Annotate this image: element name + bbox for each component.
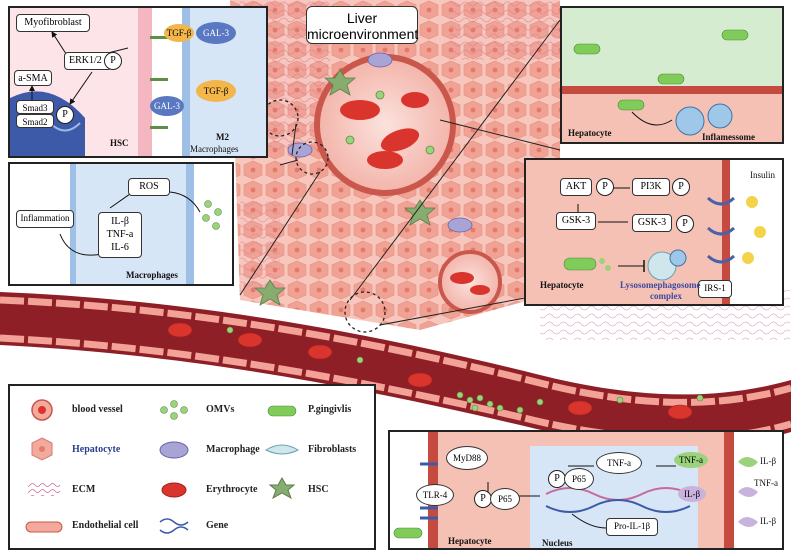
smad-phospho: P <box>56 106 74 124</box>
tlr4-receptor: TLR-4 <box>416 484 454 506</box>
legend-hepatocyte: Hepatocyte <box>72 444 121 455</box>
legend-panel: blood vessel OMVs P.gingivlis Hepatocyte… <box>8 384 376 550</box>
il1b-text: IL-β <box>111 216 129 227</box>
legend-icons <box>25 399 300 534</box>
legend-pgingivalis: P.gingivlis <box>308 404 352 415</box>
out-il1b-2: IL-β <box>760 516 777 526</box>
gsk3-phospho: P <box>676 215 694 233</box>
inflammasome-label: Inflamessome <box>702 132 755 142</box>
myd88-receptor: MyD88 <box>446 446 488 470</box>
insulin-label: Insulin <box>750 170 776 180</box>
main-blood-vessel <box>0 292 791 447</box>
il1b-tag: IL-β <box>678 486 706 502</box>
nfkb-panel: MyD88 TLR-4 P P65 P P65 TNF-a TNF-a IL-β… <box>388 430 784 550</box>
gal3-receptor: GAL-3 <box>150 96 184 116</box>
legend-blood-vessel: blood vessel <box>72 404 123 415</box>
akt-box: AKT <box>560 178 592 196</box>
m2-sublabel: Macrophages <box>190 144 239 154</box>
akt-phospho: P <box>596 178 614 196</box>
m2-label: M2 <box>216 132 229 142</box>
inflammasome-panel: Hepatocyte Inflamessome <box>560 6 784 144</box>
asma-box: a-SMA <box>14 70 52 86</box>
insulin-hepatocyte-label: Hepatocyte <box>540 280 584 290</box>
cytokine-box: IL-β TNF-a IL-6 <box>98 212 142 258</box>
legend-erythrocyte: Erythrocyte <box>206 484 258 495</box>
legend-macrophage: Macrophage <box>206 444 260 455</box>
irs1-box: IRS-1 <box>698 280 732 298</box>
smad2-box: Smad2 <box>16 114 54 128</box>
legend-endothelial: Endothelial cell <box>72 520 139 531</box>
p65-cytoplasm: P65 <box>490 488 520 510</box>
gsk3-box-right: GSK-3 <box>632 214 672 232</box>
lyso-label-1: Lysosomephagosome <box>620 280 701 290</box>
ros-box: ROS <box>128 178 170 196</box>
macrophage-panel: ROS IL-β TNF-a IL-6 Inflammation Macroph… <box>8 162 234 286</box>
out-il1b: IL-β <box>760 456 777 466</box>
legend-omvs: OMVs <box>206 404 235 415</box>
insulin-art <box>526 160 782 304</box>
nucleus-label: Nucleus <box>542 538 573 548</box>
pi3k-phospho: P <box>672 178 690 196</box>
smad3-box: Smad3 <box>16 100 54 114</box>
m2-tgfb: TGF-β <box>196 80 236 102</box>
il6-text: IL-6 <box>111 242 129 253</box>
gsk3-box-left: GSK-3 <box>556 212 596 230</box>
tnfa-gene-product: TNF-a <box>596 452 642 474</box>
legend-gene: Gene <box>206 520 229 531</box>
m2-gal3: GAL-3 <box>196 22 236 44</box>
macrophages-label: Macrophages <box>126 270 178 280</box>
pro-il1b-box: Pro-IL-1β <box>606 518 658 536</box>
title-box: Liver microenvironment <box>306 6 418 44</box>
hsc-label: HSC <box>110 138 129 148</box>
legend-hsc: HSC <box>308 484 329 495</box>
hsc-panel: Myofibroblast TGF-β ERK1/2 P a-SMA Smad3… <box>8 6 268 158</box>
nfkb-hepatocyte-label: Hepatocyte <box>448 536 492 546</box>
tnfa-text: TNF-a <box>106 229 134 240</box>
myofibroblast-box: Myofibroblast <box>16 14 90 32</box>
pi3k-box: PI3K <box>632 178 670 196</box>
title-line1: Liver <box>346 10 378 26</box>
inflammasome-art <box>562 8 782 142</box>
title-line2: microenvironment <box>307 26 419 42</box>
insulin-panel: AKT P PI3K P Insulin GSK-3 GSK-3 P IRS-1… <box>524 158 784 306</box>
inflammation-box: Inflammation <box>16 210 74 228</box>
legend-fibroblasts: Fibroblasts <box>308 444 357 455</box>
tgfb-ligand: TGF-β <box>164 24 194 42</box>
inflammasome-hepatocyte-label: Hepatocyte <box>568 128 612 138</box>
legend-ecm: ECM <box>72 484 96 495</box>
out-tnfa: TNF-a <box>754 478 778 488</box>
tnfa-tag: TNF-a <box>674 452 708 468</box>
lyso-label-2: complex <box>650 291 682 301</box>
p65-nuclear: P65 <box>564 468 594 490</box>
erk-phospho: P <box>104 52 122 70</box>
